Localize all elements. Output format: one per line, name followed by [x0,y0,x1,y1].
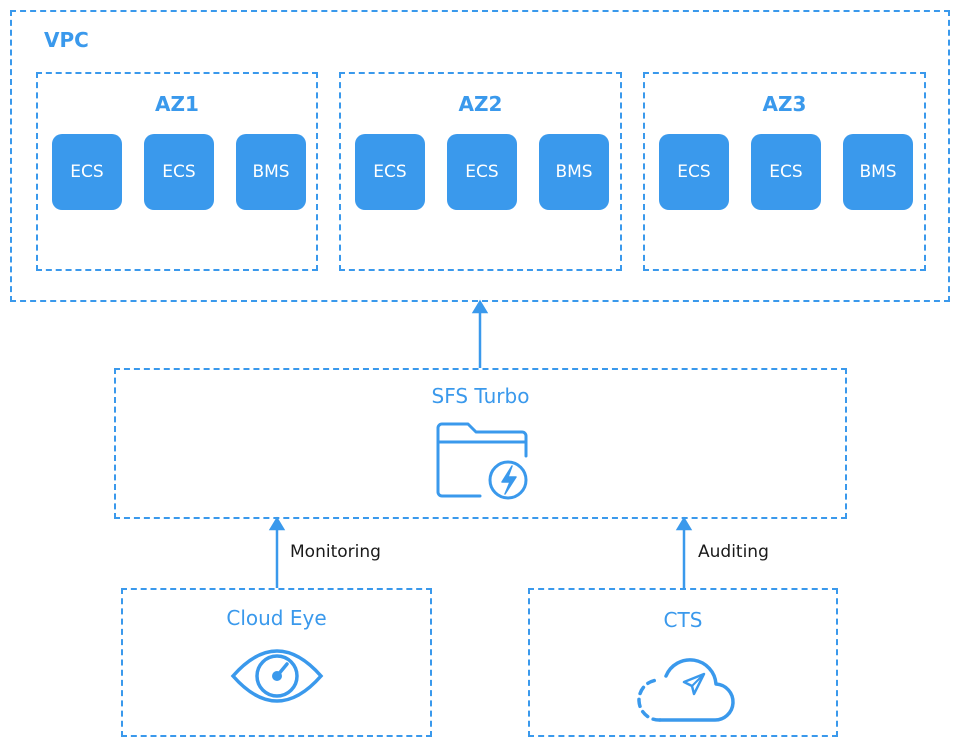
cloud-send-icon [637,658,735,722]
ecs-node: ECS [52,134,122,210]
vpc-container [10,10,950,302]
bms-node: BMS [843,134,913,210]
az-title: AZ2 [458,92,503,116]
ecs-node: ECS [447,134,517,210]
eye-icon [230,649,324,703]
monitoring-label: Monitoring [290,542,381,562]
az3-container: AZ3 ECS ECS BMS [643,72,926,271]
az-title: AZ1 [155,92,199,116]
bms-node: BMS [539,134,609,210]
cts-container: CTS [528,588,838,737]
ecs-node: ECS [751,134,821,210]
cts-title: CTS [663,608,703,632]
cloud-eye-title: Cloud Eye [226,606,327,630]
az1-container: AZ1 ECS ECS BMS [36,72,318,271]
az-title: AZ3 [762,92,807,116]
bms-node: BMS [236,134,306,210]
ecs-node: ECS [355,134,425,210]
az2-container: AZ2 ECS ECS BMS [339,72,622,271]
sfs-turbo-title: SFS Turbo [431,384,530,408]
ecs-node: ECS [659,134,729,210]
sfs-turbo-container: SFS Turbo [114,368,847,519]
cloud-eye-container: Cloud Eye [121,588,432,737]
vpc-label: VPC [44,28,89,52]
auditing-label: Auditing [698,542,769,562]
folder-lightning-icon [436,422,528,500]
ecs-node: ECS [144,134,214,210]
